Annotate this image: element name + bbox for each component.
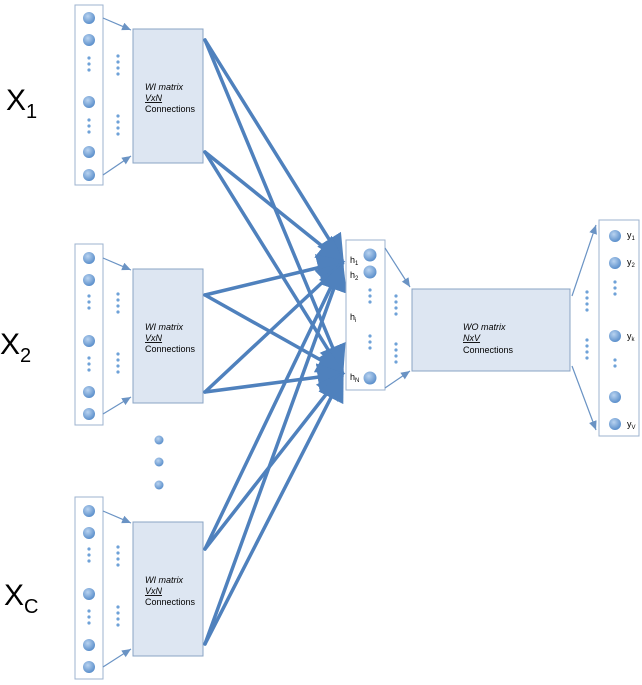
wi-matrix-title: WI matrix — [145, 82, 183, 92]
wi-matrix-title: WI matrix — [145, 322, 183, 332]
input-label-x2: X2 — [0, 328, 31, 367]
output-label-y1: y1 — [627, 230, 636, 242]
ellipsis-dots — [87, 547, 91, 563]
input-group-c: WI matrix VxN Connections XC — [4, 496, 204, 680]
hidden-label-hi: hi — [350, 312, 356, 324]
ellipsis-dots — [585, 290, 589, 360]
ellipsis-dots — [87, 56, 91, 72]
ellipsis-dots — [613, 358, 617, 368]
ellipsis-dots — [116, 545, 120, 627]
output-node — [609, 391, 621, 403]
output-layer: y1 y2 yk yV — [598, 219, 640, 437]
wi-matrix-dims: VxN — [145, 586, 163, 596]
input-node — [83, 96, 95, 108]
output-label-y2: y2 — [627, 257, 636, 269]
output-node — [609, 418, 621, 430]
ellipsis-dots — [87, 609, 91, 625]
output-label-yv: yV — [627, 419, 636, 431]
ellipsis-dots — [116, 54, 120, 136]
input-node — [83, 505, 95, 517]
wi-matrix-caption: Connections — [145, 104, 196, 114]
hidden-node — [363, 371, 377, 385]
output-node — [609, 230, 621, 242]
ellipsis-dots — [87, 294, 91, 310]
output-matrix-to-output-arrows — [571, 224, 597, 431]
input-to-matrix-arrows — [102, 17, 132, 176]
wo-matrix-box — [411, 288, 571, 372]
input-node — [83, 639, 95, 651]
matrix-to-hidden-arrows — [203, 38, 347, 646]
input-node — [83, 169, 95, 181]
output-vector-frame — [598, 219, 640, 437]
hidden-layer: h1 h2 hi hN — [345, 239, 386, 391]
input-node — [83, 661, 95, 673]
output-label-yk: yk — [627, 331, 636, 343]
input-to-matrix-arrows — [102, 510, 132, 668]
input-to-matrix-arrows — [102, 257, 132, 415]
wi-matrix-caption: Connections — [145, 344, 196, 354]
input-node — [83, 146, 95, 158]
wi-matrix-dims: VxN — [145, 93, 163, 103]
hidden-label-h1: h1 — [350, 255, 359, 267]
hidden-label-h2: h2 — [350, 270, 359, 282]
wo-matrix-dims: NxV — [463, 333, 481, 343]
hidden-label-hn: hN — [350, 372, 359, 384]
input-node — [83, 12, 95, 24]
hidden-to-output-matrix-arrows — [384, 247, 411, 389]
wi-matrix-dims: VxN — [145, 333, 163, 343]
input-node — [83, 335, 95, 347]
wi-matrix-box-c — [132, 521, 204, 657]
input-label-x1: X1 — [6, 84, 37, 123]
wi-matrix-title: WI matrix — [145, 575, 183, 585]
ellipsis-dots — [87, 118, 91, 134]
wi-matrix-box-2 — [132, 268, 204, 404]
ellipsis-dots — [368, 288, 372, 350]
input-node — [83, 527, 95, 539]
wo-matrix-caption: Connections — [463, 345, 514, 355]
input-group-2: WI matrix VxN Connections X2 — [0, 243, 204, 426]
ellipsis-dots — [87, 356, 91, 372]
input-node — [83, 252, 95, 264]
wo-matrix-title: WO matrix — [463, 322, 506, 332]
group-ellipsis — [154, 435, 164, 490]
input-node — [83, 588, 95, 600]
ellipsis-dots — [394, 294, 398, 364]
input-label-xc: XC — [4, 579, 38, 618]
hidden-vector-frame — [345, 239, 386, 391]
wi-matrix-box-1 — [132, 28, 204, 164]
input-node — [83, 386, 95, 398]
input-node — [83, 408, 95, 420]
hidden-node — [363, 248, 377, 262]
input-node — [83, 34, 95, 46]
ellipsis-dots — [116, 292, 120, 374]
wi-matrix-caption: Connections — [145, 597, 196, 607]
output-node — [609, 257, 621, 269]
input-node — [83, 274, 95, 286]
hidden-node — [363, 265, 377, 279]
ellipsis-dots — [613, 280, 617, 296]
output-node — [609, 330, 621, 342]
input-group-1: WI matrix VxN Connections X1 — [6, 4, 204, 186]
